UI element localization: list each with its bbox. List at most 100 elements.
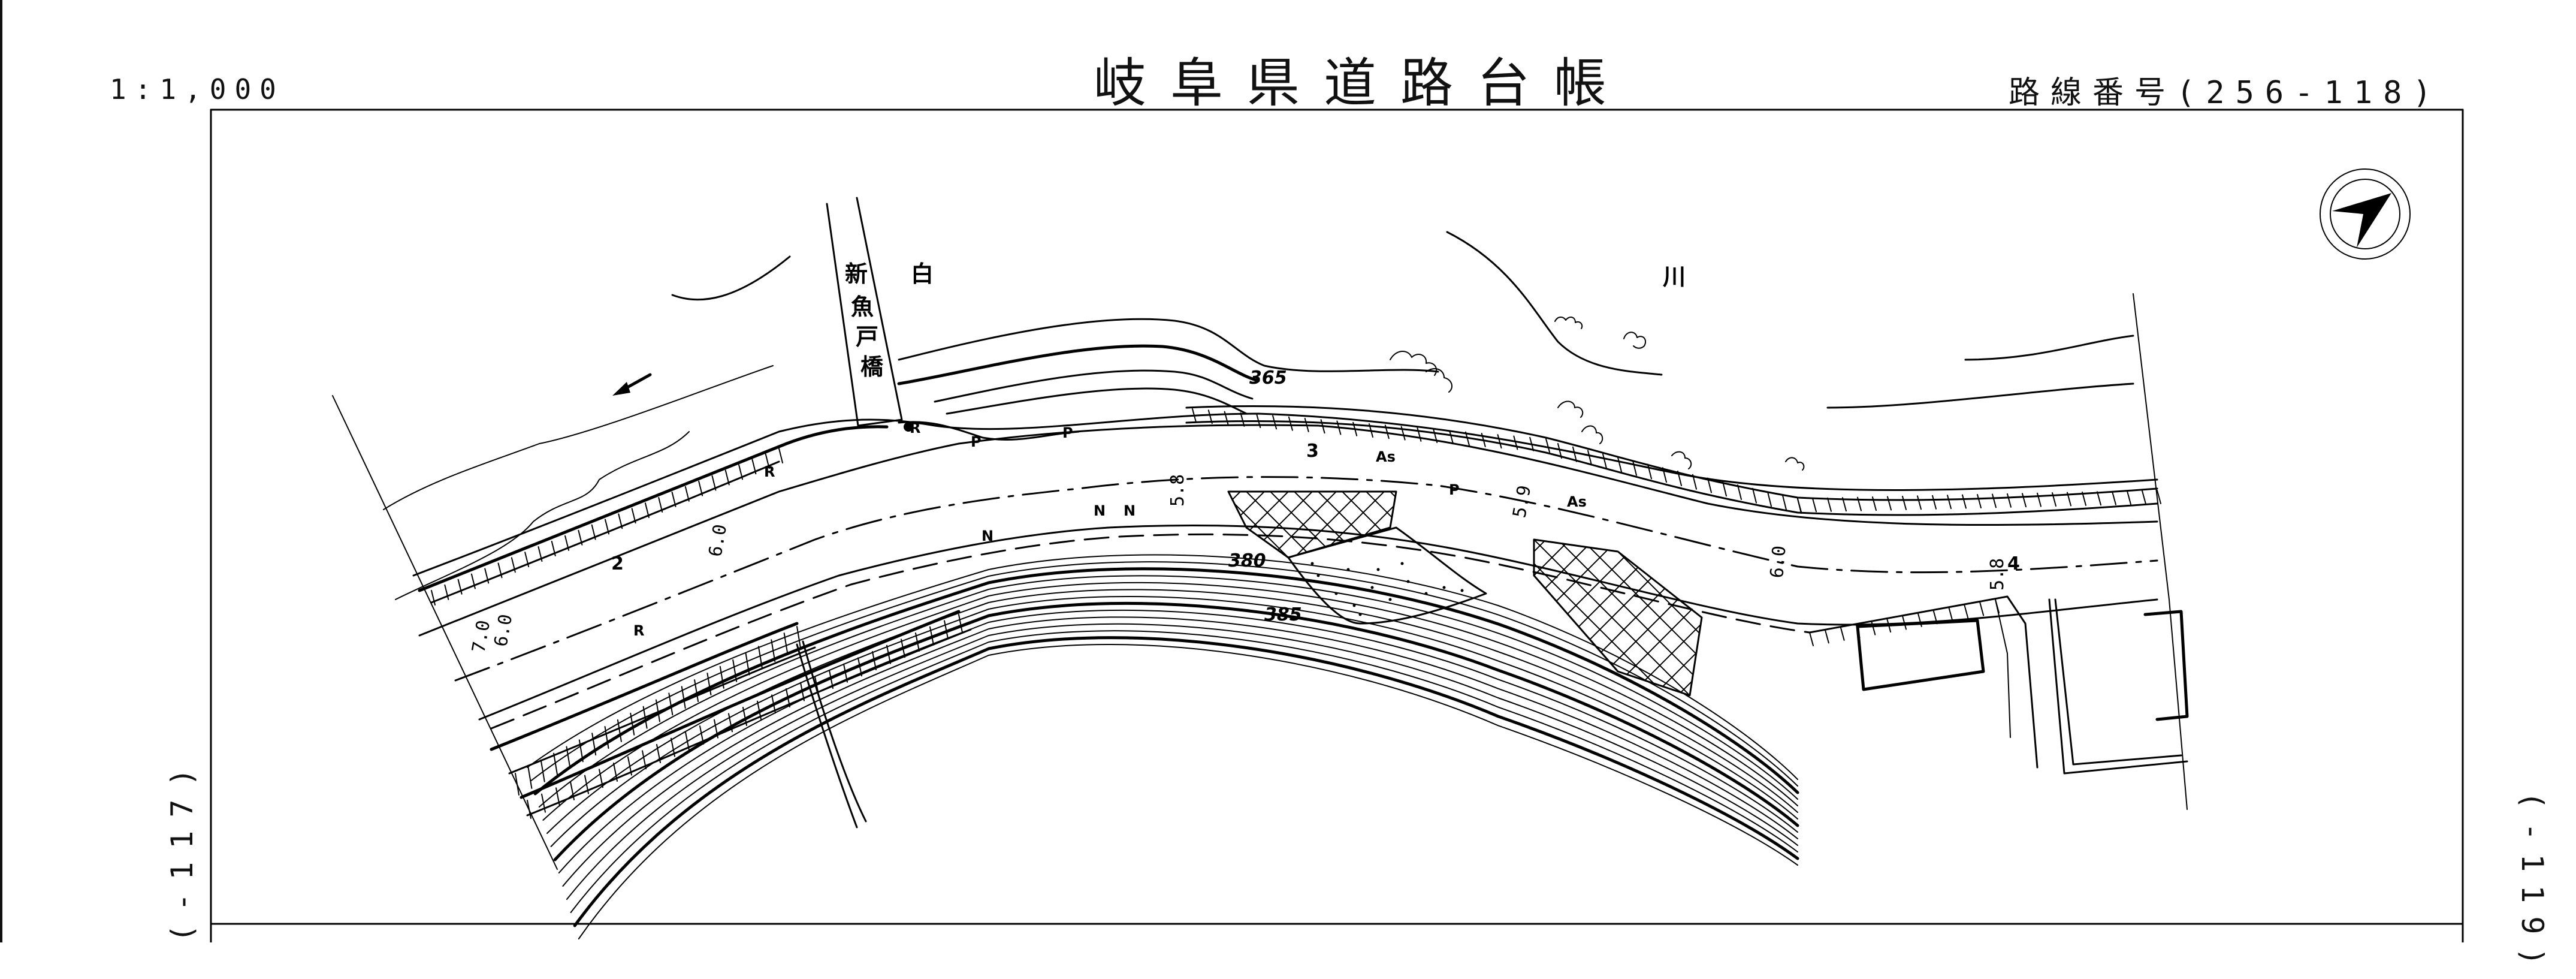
wall-tick — [1449, 430, 1454, 445]
wall-tick — [2112, 490, 2116, 505]
contours-south — [527, 554, 1799, 939]
wall-tick — [2082, 491, 2086, 506]
wall-tick — [1464, 431, 1470, 446]
hatch-line — [1228, 492, 1247, 558]
hatch-line — [1599, 540, 1702, 695]
sand-dot — [1400, 562, 1404, 565]
river-flow-arrow-icon — [612, 373, 652, 396]
gully-line — [802, 640, 867, 823]
wall-tick — [1433, 429, 1438, 444]
wall-tick — [1782, 495, 1787, 511]
wall-tick — [1320, 419, 1325, 434]
wall-tick — [796, 626, 801, 649]
wall-tick — [698, 480, 703, 496]
wall-tick — [1602, 453, 1607, 469]
wall-tick — [1677, 471, 1682, 486]
contour-line — [558, 609, 1798, 873]
hatch-line — [1534, 540, 1600, 695]
wall-tick — [1240, 412, 1245, 427]
contour-line — [542, 582, 1798, 821]
wall-tick — [671, 737, 675, 757]
wall-tick — [684, 486, 690, 502]
wall-tick — [2037, 492, 2042, 507]
wall-tick — [1947, 495, 1952, 510]
wall-tick — [1812, 498, 1817, 513]
sand-dot — [1370, 586, 1374, 589]
wall-tick — [613, 763, 618, 782]
surface-label: As — [1376, 448, 1396, 465]
wall-tick — [591, 524, 596, 540]
embankment-label: N — [1094, 502, 1106, 519]
pavement-label: P — [1062, 424, 1073, 441]
wall-tick — [1857, 496, 1862, 511]
wall-tick — [605, 519, 609, 535]
wall-tick — [1977, 494, 1982, 508]
sand-dot — [1352, 604, 1356, 607]
wall-tick — [1647, 463, 1652, 480]
wall-tick — [1948, 607, 1953, 622]
wall-tick — [1902, 495, 1907, 510]
contour-line — [562, 616, 1798, 887]
contour-line — [538, 575, 1798, 808]
route-number: 路線番号(256-118) — [2009, 75, 2442, 111]
wall-tick — [2022, 493, 2027, 508]
wall-tick — [1842, 497, 1847, 512]
wall-tick — [2067, 492, 2071, 507]
wall-tick — [564, 535, 570, 551]
wall-tick — [2157, 490, 2161, 504]
wall-tick — [515, 773, 520, 796]
wall-tick — [671, 491, 677, 507]
contour-line — [527, 554, 1798, 780]
wall-tick — [1932, 495, 1937, 510]
road — [412, 405, 2158, 817]
wall-tick — [1979, 601, 1985, 616]
wall-tick — [1224, 411, 1229, 426]
wall-tick — [1304, 417, 1309, 432]
contour-line — [553, 601, 1799, 861]
wall-tick — [1797, 498, 1802, 513]
wall-tick — [1824, 629, 1829, 644]
wall-tick — [778, 448, 783, 463]
contour-line — [578, 643, 1798, 939]
wall-tick — [699, 725, 704, 745]
wall-tick — [958, 614, 963, 633]
wall-tick — [1272, 415, 1278, 430]
wall-tick — [706, 672, 712, 695]
river-name-char: 川 — [1663, 264, 1686, 290]
wall-tick — [1767, 491, 1772, 507]
width-dimension: 6.0 — [1766, 545, 1790, 579]
wall-tick — [540, 759, 545, 782]
bridge-name-char: 新 — [845, 261, 868, 287]
contour-line — [550, 595, 1798, 847]
wall-tick — [578, 529, 583, 546]
wall-tick — [1617, 457, 1622, 472]
hatch-line — [1534, 540, 1577, 695]
wall-tick — [1871, 620, 1876, 635]
wall-tick — [431, 590, 436, 606]
wall-tick — [1207, 409, 1213, 424]
wall-tick — [1827, 497, 1832, 512]
station-label: 2 — [611, 553, 624, 574]
sand-dot — [1316, 574, 1320, 577]
retaining-wall-label: R — [633, 622, 644, 639]
contour-label-380: 380 — [1228, 550, 1266, 571]
wall-tick — [1400, 426, 1406, 441]
width-dimension: 7.0 — [468, 619, 494, 654]
wall-tick — [1481, 432, 1486, 447]
wall-tick — [555, 787, 560, 807]
wall-tick — [566, 746, 571, 769]
wall-tick — [751, 459, 757, 475]
embankment-label: N — [1124, 502, 1136, 519]
sand-dot — [1388, 598, 1392, 601]
wall-tick — [944, 620, 949, 640]
retaining-wall-label: R — [764, 463, 775, 480]
wall-tick — [470, 573, 476, 589]
wall-tick — [1384, 424, 1390, 439]
page-title: 岐阜県道路台帳 — [1094, 52, 1631, 114]
sand-area — [1287, 526, 1487, 625]
contour-line — [573, 636, 1799, 927]
wall-tick — [1707, 477, 1712, 493]
contour-line — [546, 589, 1798, 834]
hatch-line — [1360, 492, 1396, 558]
wall-tick — [1662, 467, 1667, 483]
